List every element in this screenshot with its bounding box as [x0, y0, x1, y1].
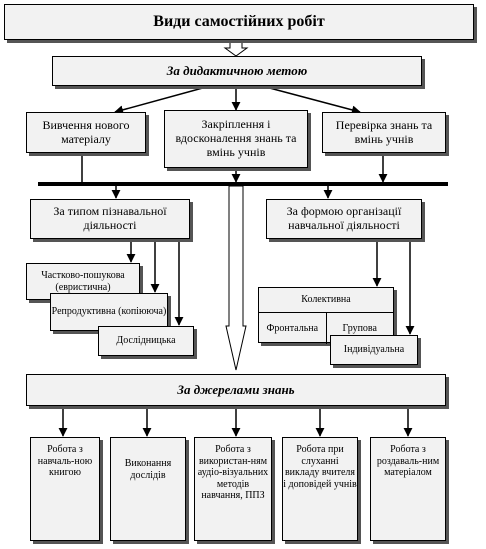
- didactic-item-learning-text: Вивчення нового матеріалу: [42, 117, 130, 146]
- cognitive-item-reproductive-text: Репродуктивна (копіююча): [51, 306, 167, 318]
- cognitive-item-research: Дослідницька: [98, 326, 194, 356]
- cognitive-item-heuristic-text: Частково-пошукова (евристична): [41, 270, 125, 293]
- organization-frontal-text: Фронтальна: [266, 322, 319, 334]
- sources-item-handout: Робота з роздаваль-ним матеріалом: [370, 437, 446, 541]
- organization-group-cell: Групова: [327, 313, 394, 344]
- didactic-to-check-arrow: [261, 85, 361, 115]
- sources-item-listening: Робота при слуханні викладу вчителя і до…: [282, 437, 358, 541]
- cognitive-header-text: За типом пізнавальної діяльності: [53, 204, 167, 232]
- organization-group-text: Групова: [342, 322, 377, 334]
- sources-item-textbook: Робота з навчаль-ною книгою: [30, 437, 100, 541]
- sources-header-text: За джерелами знань: [177, 381, 295, 397]
- sources-item-textbook-text: Робота з навчаль-ною книгою: [37, 444, 93, 478]
- cognitive-header: За типом пізнавальної діяльності: [30, 199, 190, 239]
- sources-item-av: Робота з використан-ням аудіо-візуальних…: [194, 437, 272, 541]
- organization-collective-box: Колективна Фронтальна Групова: [258, 287, 394, 344]
- didactic-item-consolidation-text: Закріплення і вдосконалення знань та вмі…: [175, 117, 297, 159]
- sources-header: За джерелами знань: [26, 374, 446, 406]
- cognitive-item-research-text: Дослідницька: [116, 335, 176, 347]
- organization-frontal-cell: Фронтальна: [259, 313, 327, 344]
- title-to-didactic-arrow: [223, 39, 249, 57]
- organization-subforms-row: Фронтальна Групова: [259, 313, 393, 344]
- organization-header-text: За формою організації навчальної діяльно…: [286, 204, 402, 232]
- sources-item-listening-text: Робота при слуханні викладу вчителя і до…: [283, 444, 357, 490]
- organization-individual-text: Індивідуальна: [343, 344, 405, 356]
- central-hollow-arrow: [225, 185, 247, 371]
- diagram-title: Види самостійних робіт: [4, 4, 474, 40]
- organization-header: За формою організації навчальної діяльно…: [266, 199, 422, 239]
- sources-item-handout-text: Робота з роздаваль-ним матеріалом: [376, 444, 440, 478]
- didactic-item-learning: Вивчення нового матеріалу: [26, 112, 146, 153]
- diagram-title-text: Види самостійних робіт: [153, 12, 325, 30]
- organization-collective-label: Колективна: [259, 288, 393, 313]
- didactic-item-check-text: Перевірка знань та вмінь учнів: [335, 117, 433, 146]
- didactic-header: За дидактичною метою: [52, 56, 422, 86]
- sources-item-experiments: Виконання дослідів: [110, 437, 186, 541]
- didactic-header-text: За дидактичною метою: [166, 62, 308, 78]
- didactic-item-consolidation: Закріплення і вдосконалення знань та вмі…: [164, 110, 308, 168]
- sources-item-av-text: Робота з використан-ням аудіо-візуальних…: [197, 444, 269, 501]
- organization-collective-text: Колективна: [301, 294, 351, 305]
- cognitive-item-reproductive: Репродуктивна (копіююча): [50, 293, 168, 331]
- organization-individual: Індивідуальна: [330, 335, 418, 365]
- didactic-to-learning-arrow: [114, 85, 211, 115]
- sources-item-experiments-text: Виконання дослідів: [124, 458, 172, 481]
- didactic-item-check: Перевірка знань та вмінь учнів: [322, 112, 446, 153]
